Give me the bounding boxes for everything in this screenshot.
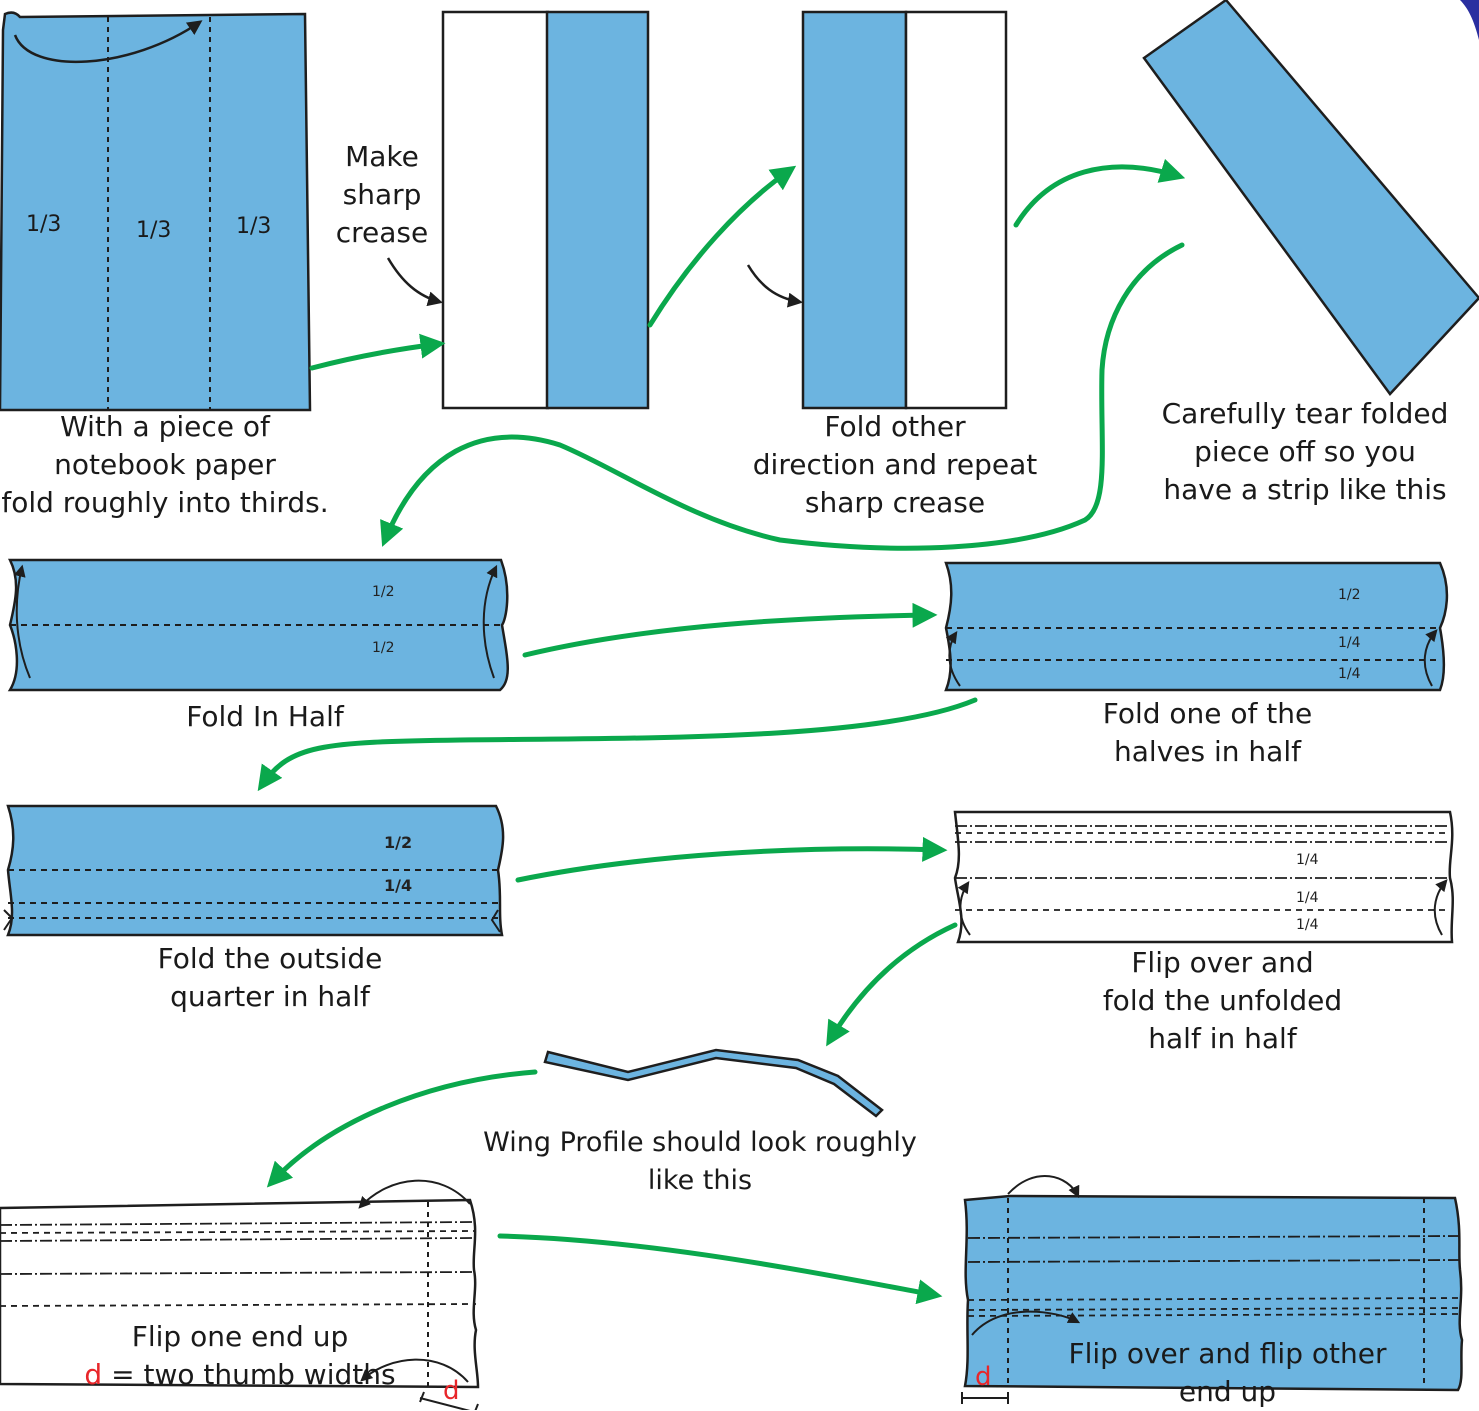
step5-fraction-bottom: 1/2 — [372, 640, 395, 656]
step6-fraction-q2: 1/4 — [1338, 666, 1361, 682]
fold-arrow-icon — [971, 1310, 1081, 1336]
d-measure — [961, 1392, 1009, 1404]
step1-paper — [0, 11, 312, 412]
crease-pointer-icon — [746, 264, 803, 308]
step1-fraction-middle: 1/3 — [136, 218, 172, 243]
step5-strip — [7, 558, 509, 692]
wing-profile-shape — [543, 1048, 884, 1118]
fold-arrow-icon — [957, 881, 971, 936]
fold-arrow-icon — [1433, 879, 1448, 936]
step6-strip — [944, 561, 1449, 692]
step9-d-label: d — [443, 1376, 460, 1406]
step8-fraction-c: 1/4 — [1296, 917, 1319, 933]
fold-arrow-icon — [358, 1179, 471, 1209]
d-variable: d — [84, 1358, 103, 1391]
step3-caption: Fold other direction and repeat sharp cr… — [752, 410, 1038, 519]
step4-strip — [1142, 0, 1479, 396]
profile-caption: Wing Profile should look roughly like th… — [483, 1127, 917, 1196]
step9-strip — [0, 1179, 480, 1410]
fold-arrow-icon — [13, 564, 31, 679]
step5-caption: Fold In Half — [186, 700, 344, 733]
fold-arrow-icon — [482, 564, 498, 679]
step6-fraction-q1: 1/4 — [1338, 635, 1361, 651]
process-arrows — [257, 158, 1186, 1305]
step7-strip — [3, 804, 505, 937]
fold-arrow-icon — [1007, 1175, 1080, 1199]
step1-fraction-left: 1/3 — [26, 212, 62, 237]
fold-arrow-icon — [360, 1358, 469, 1383]
step5-fraction-top: 1/2 — [372, 584, 395, 600]
step8-fraction-a: 1/4 — [1296, 852, 1319, 868]
step6-caption: Fold one of the halves in half — [1102, 697, 1313, 768]
fold-arrow-icon — [1423, 629, 1438, 687]
fold-arrow-icon — [945, 631, 961, 687]
step4-caption: Carefully tear folded piece off so you h… — [1161, 397, 1449, 506]
step2-paper — [386, 10, 650, 410]
step9-caption: Flip one end up d = two thumb widths — [84, 1320, 396, 1391]
step8-strip — [953, 810, 1454, 944]
fold-arrow-icon — [13, 20, 203, 64]
step1-caption: With a piece of notebook paper fold roug… — [1, 410, 329, 519]
step7-fraction-quarter: 1/4 — [384, 876, 413, 895]
step10-caption: Flip over and flip other end up — [1068, 1337, 1387, 1408]
step1-fraction-right: 1/3 — [236, 214, 272, 239]
crease-pointer-icon — [386, 257, 443, 307]
step8-caption: Flip over and fold the unfolded half in … — [1102, 946, 1343, 1055]
step10-d-label: d — [975, 1362, 992, 1392]
step6-fraction-half: 1/2 — [1338, 587, 1361, 603]
step7-fraction-half: 1/2 — [384, 833, 413, 852]
step7-caption: Fold the outside quarter in half — [157, 942, 383, 1013]
step10-strip — [961, 1175, 1464, 1404]
step2-note: Make sharp crease — [335, 140, 429, 249]
step8-fraction-b: 1/4 — [1296, 890, 1319, 906]
corner-decoration — [1460, 0, 1479, 40]
step3-paper — [746, 10, 1008, 410]
